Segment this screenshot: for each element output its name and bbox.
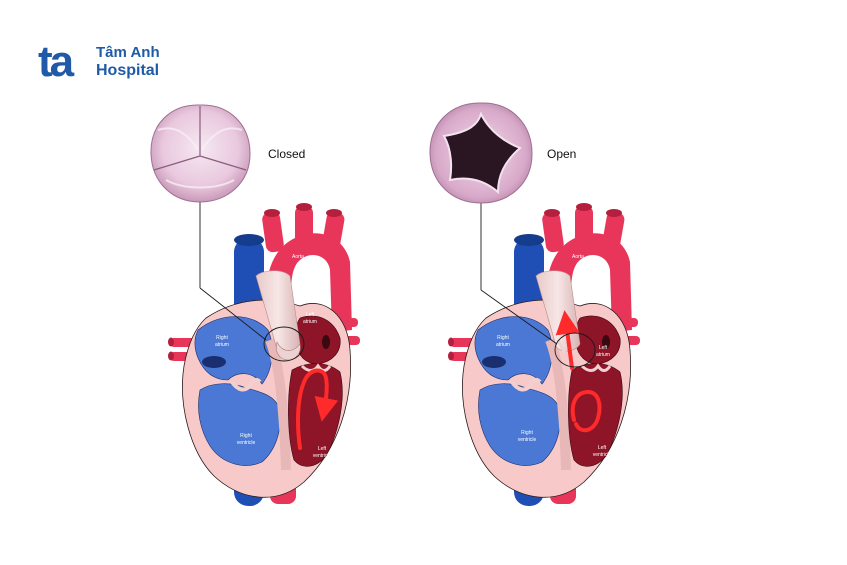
logo-name-line1: Tâm Anh: [96, 44, 160, 61]
label-right-atrium-line2-closed: atrium: [215, 342, 229, 348]
label-right-ventricle-line1-closed: Right: [240, 433, 252, 439]
label-right-atrium-line2-open: atrium: [496, 342, 510, 348]
heart-illustration-open: [448, 203, 640, 506]
label-left-ventricle-line2-open: ventricle: [593, 452, 612, 458]
valve-state-label-open: Open: [547, 147, 576, 161]
label-aorta-open: Aorta: [572, 254, 584, 260]
valve-state-label-closed: Closed: [268, 147, 305, 161]
label-right-ventricle-line1-open: Right: [521, 430, 533, 436]
panel-closed: Closed Aorta Left atrium Right atrium Ri…: [150, 104, 360, 506]
label-left-ventricle-line2-closed: ventricle: [313, 453, 332, 459]
aortic-valve-open-closeup: [429, 102, 533, 204]
label-aorta-closed: Aorta: [292, 254, 304, 260]
panel-open: Open Aorta Left atrium Right atrium Righ…: [429, 102, 640, 506]
label-right-ventricle-line2-open: ventricle: [518, 437, 537, 443]
logo-name-line2: Hospital: [96, 62, 160, 79]
label-left-atrium-line1-closed: Left: [306, 312, 315, 318]
label-left-atrium-line2-closed: atrium: [303, 319, 317, 325]
label-left-ventricle-line1-open: Left: [598, 445, 607, 451]
label-left-atrium-line1-open: Left: [599, 345, 608, 351]
logo-mark: ta: [38, 37, 74, 86]
valve-callout-open: [480, 200, 596, 368]
label-right-atrium-line1-open: Right: [497, 335, 509, 341]
valve-callout-closed: [199, 200, 305, 362]
label-left-ventricle-line1-closed: Left: [318, 446, 327, 452]
hospital-logo: ta Tâm Anh Hospital: [38, 40, 178, 86]
aortic-valve-closed-closeup: [150, 104, 251, 203]
label-right-atrium-line1-closed: Right: [216, 335, 228, 341]
heart-illustration-closed: [168, 203, 360, 506]
label-left-atrium-line2-open: atrium: [596, 352, 610, 358]
label-right-ventricle-line2-closed: ventricle: [237, 440, 256, 446]
